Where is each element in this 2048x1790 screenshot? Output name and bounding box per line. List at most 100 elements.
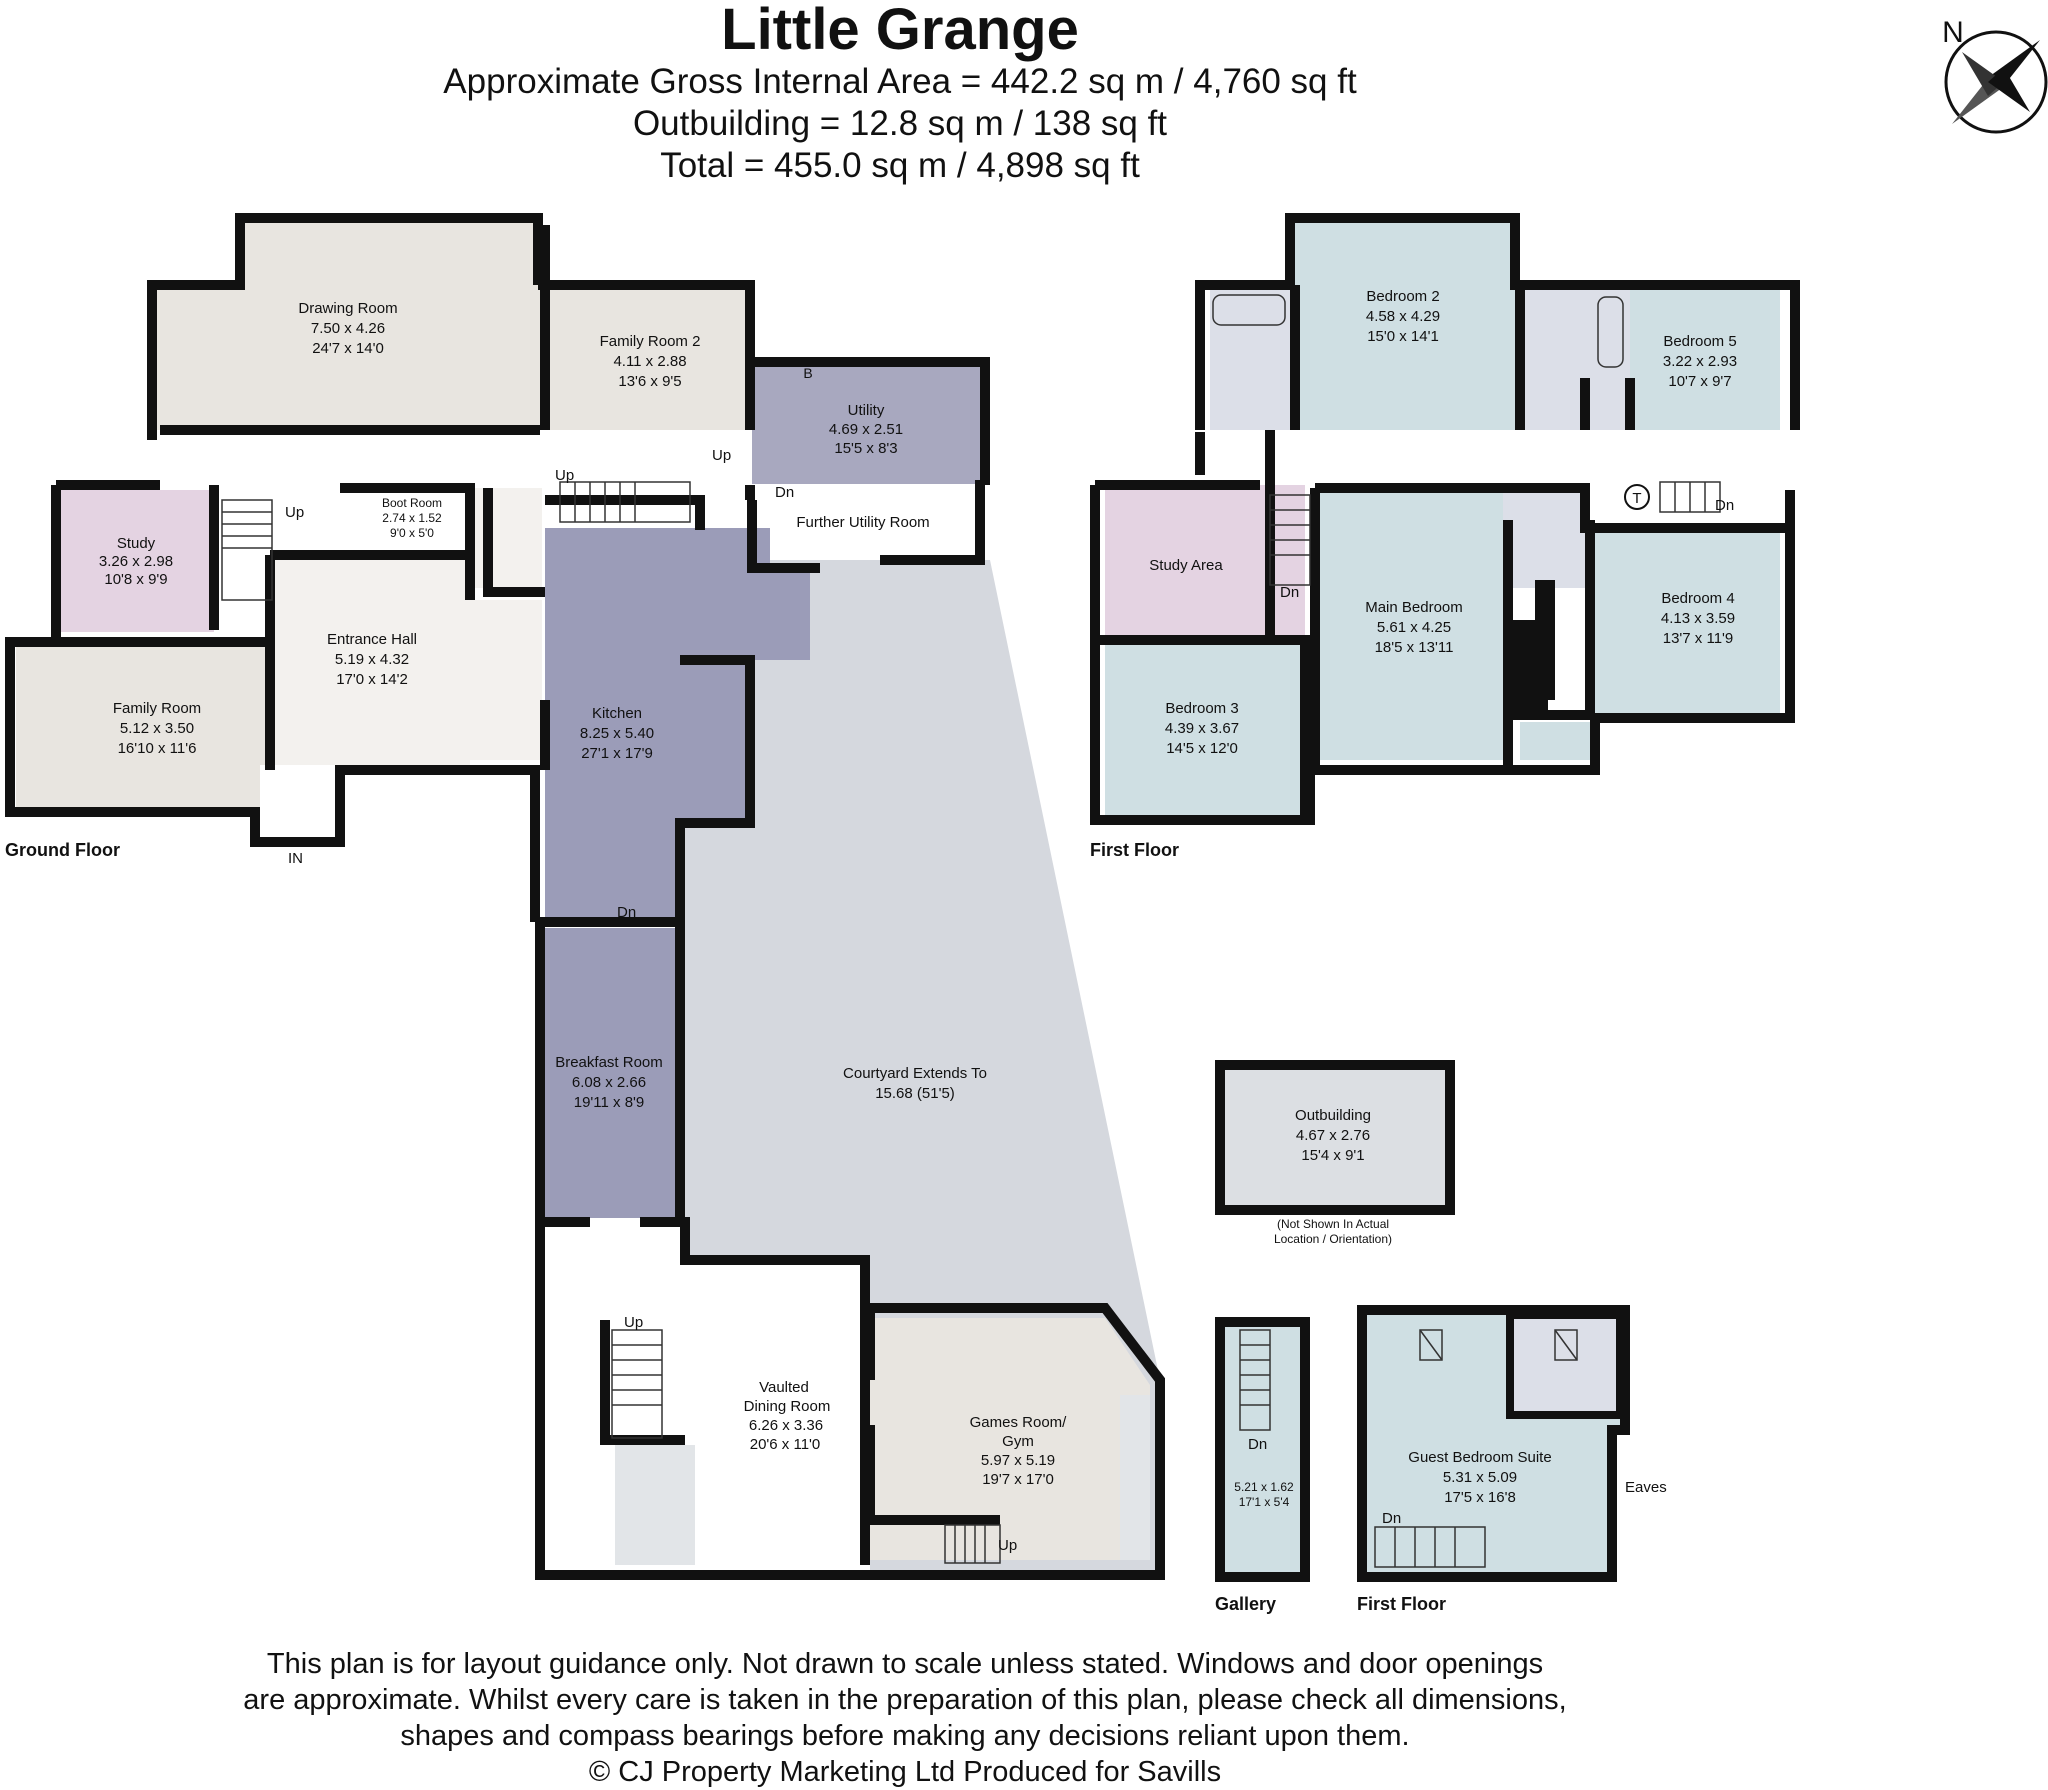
dn-marker-study-area: Dn [1280,584,1299,601]
disclaimer-line-1: This plan is for layout guidance only. N… [266,1648,1544,1680]
drawing-room-imperial: 24'7 x 14'0 [312,340,384,357]
study-imperial: 10'8 x 9'9 [104,571,167,588]
utility-metric: 4.69 x 2.51 [829,421,903,438]
outbuilding-note-1: (Not Shown In Actual [1277,1217,1389,1231]
bedroom-3-imperial: 14'5 x 12'0 [1166,740,1238,757]
entrance-hall-metric: 5.19 x 4.32 [335,651,409,668]
guest-suite-imperial: 17'5 x 16'8 [1444,1489,1516,1506]
ground-floor-plan [5,213,1165,1580]
kitchen-imperial: 27'1 x 17'9 [581,745,653,762]
study-area-label: Study Area [1149,557,1223,574]
first-floor-label: First Floor [1090,840,1179,860]
utility-label: Utility [848,402,885,419]
up-marker-study: Up [285,504,304,521]
bedroom-4-label: Bedroom 4 [1661,590,1734,607]
gallery-metric: 5.21 x 1.62 [1234,1480,1294,1494]
family-room-label: Family Room [113,700,201,717]
games-room-imperial: 19'7 x 17'0 [982,1471,1054,1488]
outbuilding-plan [1215,1060,1455,1215]
family-room-area [16,642,270,812]
total-area-text: Total = 455.0 sq m / 4,898 sq ft [660,146,1140,185]
dn-marker-landing: Dn [1715,497,1734,514]
games-room-label-1: Games Room/ [970,1414,1068,1431]
up-marker-dining: Up [624,1314,643,1331]
family-room-2-imperial: 13'6 x 9'5 [618,373,681,390]
games-room-metric: 5.97 x 5.19 [981,1452,1055,1469]
outbuilding-area-text: Outbuilding = 12.8 sq m / 138 sq ft [632,104,1168,143]
bedroom-5-label: Bedroom 5 [1663,333,1736,350]
courtyard-metric: 15.68 (51'5) [875,1085,955,1102]
first-floor-plan: T [1090,213,1800,825]
gallery-floor-label: Gallery [1215,1594,1276,1614]
study-metric: 3.26 x 2.98 [99,553,173,570]
utility-area [752,362,980,484]
family-room-2-area [545,287,745,430]
vaulted-dining-label-1: Vaulted [759,1379,809,1396]
bedroom-4-imperial: 13'7 x 11'9 [1663,630,1734,647]
bathroom-bed2-area [1210,285,1295,430]
gallery-imperial: 17'1 x 5'4 [1239,1495,1290,1509]
bedroom-2-label: Bedroom 2 [1366,288,1439,305]
guest-suite-label: Guest Bedroom Suite [1408,1449,1551,1466]
vaulted-dining-imperial: 20'6 x 11'0 [750,1436,821,1453]
bedroom-4-metric: 4.13 x 3.59 [1661,610,1735,627]
boot-room-imperial: 9'0 x 5'0 [390,526,434,540]
breakfast-room-label: Breakfast Room [555,1054,663,1071]
copyright-line: © CJ Property Marketing Ltd Produced for… [588,1756,1222,1788]
entrance-hall-imperial: 17'0 x 14'2 [336,671,408,688]
outbuilding-note-2: Location / Orientation) [1274,1232,1392,1246]
vaulted-dining-metric: 6.26 x 3.36 [749,1417,823,1434]
dn-marker-kitchen: Dn [617,904,636,921]
drawing-room-label: Drawing Room [298,300,397,317]
property-title: Little Grange [721,0,1079,62]
games-room-area [870,1318,1150,1560]
outbuilding-metric: 4.67 x 2.76 [1296,1127,1370,1144]
guest-suite-metric: 5.31 x 5.09 [1443,1469,1517,1486]
main-bedroom-imperial: 18'5 x 13'11 [1375,639,1454,656]
disclaimer-line-3: shapes and compass bearings before makin… [400,1720,1410,1752]
gallery-plan [1215,1317,1310,1582]
study-label: Study [117,535,156,552]
courtyard-label: Courtyard Extends To [843,1065,987,1082]
ensuite-bed5-area [1520,290,1630,430]
family-room-2-metric: 4.11 x 2.88 [613,353,686,370]
main-bedroom-label: Main Bedroom [1365,599,1463,616]
boot-room-label: Boot Room [382,496,442,510]
family-room-2-label: Family Room 2 [600,333,701,350]
ensuite-main-area [1503,488,1585,588]
disclaimer-line-2: are approximate. Whilst every care is ta… [243,1684,1567,1716]
bedroom-3-label: Bedroom 3 [1165,700,1238,717]
bedroom-5-imperial: 10'7 x 9'7 [1668,373,1731,390]
kitchen-label: Kitchen [592,705,642,722]
bedroom-4-area [1585,528,1780,713]
bedroom-2-metric: 4.58 x 4.29 [1366,308,1440,325]
entrance-in-marker: IN [288,850,303,867]
vaulted-dining-label-2: Dining Room [744,1398,831,1415]
kitchen-area [545,528,810,922]
up-marker-games: Up [998,1537,1017,1554]
kitchen-metric: 8.25 x 5.40 [580,725,654,742]
main-bedroom-metric: 5.61 x 4.25 [1377,619,1451,636]
dn-marker-utility: Dn [775,484,794,501]
tank-marker: T [1632,490,1641,507]
compass-icon: N [1942,16,2048,134]
first-floor-annex-label: First Floor [1357,1594,1446,1614]
bedroom-3-metric: 4.39 x 3.67 [1165,720,1239,737]
bedroom-5-area [1630,290,1780,430]
boot-room-area [340,488,470,548]
bedroom-2-imperial: 15'0 x 14'1 [1367,328,1439,345]
utility-imperial: 15'5 x 8'3 [834,440,897,457]
drawing-room-area [152,218,545,430]
bedroom-2-area [1295,218,1520,430]
breakfast-room-imperial: 19'11 x 8'9 [574,1094,645,1111]
courtyard-area [680,560,1160,1570]
dn-marker-gallery: Dn [1248,1436,1267,1453]
family-room-metric: 5.12 x 3.50 [120,720,194,737]
games-room-label-2: Gym [1002,1433,1034,1450]
guest-suite-plan [1357,1305,1630,1582]
gross-area-text: Approximate Gross Internal Area = 442.2 … [443,62,1357,101]
bedroom-5-metric: 3.22 x 2.93 [1663,353,1737,370]
entrance-hall-area [270,555,470,765]
